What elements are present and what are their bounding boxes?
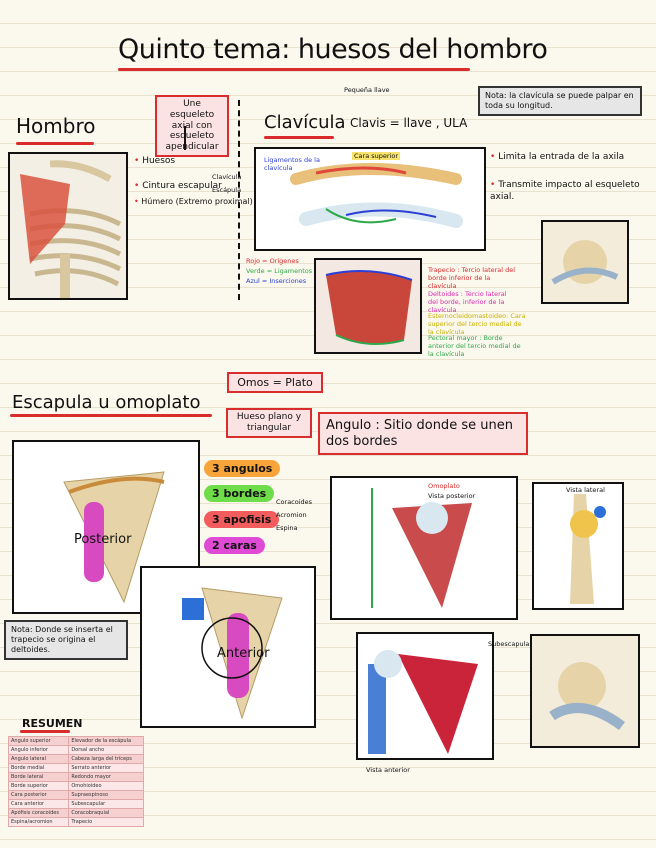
ligament-tag: Ligamentos de la clavícula bbox=[264, 156, 320, 173]
angulo-box: Angulo : Sitio donde se unen dos bordes bbox=[318, 412, 528, 456]
title-underline bbox=[118, 68, 470, 71]
apofisis-espina: Espina bbox=[276, 524, 298, 532]
table-cell: Borde lateral bbox=[7, 772, 70, 782]
table-cell: Omohioideo bbox=[68, 781, 144, 791]
scapula-lateral-image bbox=[532, 482, 624, 610]
legend-blue: Azul = Inserciones bbox=[246, 277, 307, 285]
arrow-up bbox=[184, 126, 186, 150]
table-cell: Subescapular bbox=[68, 799, 144, 809]
hombro-heading: Hombro bbox=[16, 114, 96, 138]
pill-bordes: 3 bordes bbox=[204, 485, 275, 502]
omos-box: Omos = Plato bbox=[227, 372, 323, 394]
huesos-label: Huesos bbox=[142, 156, 176, 166]
muscle-note-4: Pectoral mayor : Borde anterior del terc… bbox=[428, 334, 521, 359]
table-cell: Borde superior bbox=[7, 781, 70, 791]
table-cell: Espina/acromion bbox=[7, 817, 70, 827]
clavicula-bullet-2: Transmite impacto al esqueleto axial. bbox=[490, 180, 640, 202]
pill-angulos: 3 angulos bbox=[204, 460, 281, 477]
clavicle-muscle-image bbox=[314, 258, 422, 354]
table-cell: Supraespinoso bbox=[68, 790, 144, 800]
muscle-note-2: Deltoides : Tercio lateral del borde, in… bbox=[428, 290, 507, 315]
muscle-note-1: Trapecio : Tercio lateral del borde infe… bbox=[428, 266, 516, 291]
clavicle-joint-image bbox=[541, 220, 629, 304]
scapula-anterior-image bbox=[140, 566, 316, 728]
vista-anterior-label: Vista anterior bbox=[366, 766, 410, 774]
table-cell: Angulo inferior bbox=[7, 745, 70, 755]
legend-green: Verde = Ligamentos bbox=[246, 267, 313, 275]
vista-lateral-label: Vista lateral bbox=[566, 486, 605, 494]
note-box-trapecio: Nota: Donde se inserta el trapecio se or… bbox=[4, 620, 128, 660]
cintura-clavicula: Clavícula bbox=[212, 173, 242, 181]
hombro-underline bbox=[16, 142, 94, 145]
scapula-angles-image bbox=[330, 476, 518, 620]
omoplato-label: Omoplato bbox=[428, 482, 460, 490]
posterior-label: Posterior bbox=[74, 532, 132, 547]
table-cell: Redondo mayor bbox=[68, 772, 144, 782]
table-cell: Cara anterior bbox=[7, 799, 70, 809]
humero-label: Húmero (Extremo proximal) bbox=[141, 197, 253, 206]
clavicula-formula: Clavis = llave , ULA bbox=[350, 116, 468, 130]
page-title: Quinto tema: huesos del hombro bbox=[118, 34, 548, 65]
omoplato-sub-label: Vista posterior bbox=[428, 492, 476, 500]
clavicula-note: Pequeña llave bbox=[344, 86, 390, 94]
table-cell: Borde medial bbox=[7, 763, 70, 773]
scapula-anterior-muscle-image bbox=[356, 632, 494, 760]
legend-red: Rojo = Orígenes bbox=[246, 257, 299, 265]
table-cell: Elevador de la escápula bbox=[68, 736, 144, 746]
section-divider bbox=[238, 100, 240, 300]
anterior-label: Anterior bbox=[217, 646, 270, 661]
plano-box: Hueso plano y triangular bbox=[226, 408, 312, 438]
resumen-underline bbox=[20, 730, 70, 733]
table-cell: Angulo lateral bbox=[7, 754, 70, 764]
clavicula-bullet-1: Limita la entrada de la axila bbox=[498, 152, 625, 162]
cintura-escapula: Escápula bbox=[212, 186, 242, 194]
shoulder-skeleton-image bbox=[8, 152, 128, 300]
pill-caras: 2 caras bbox=[204, 537, 265, 554]
hombro-definition-box: Une esqueleto axial con esqueleto apendi… bbox=[155, 95, 229, 157]
table-cell: Cabeza larga del tríceps bbox=[68, 754, 144, 764]
resumen-heading: RESUMEN bbox=[22, 717, 83, 730]
table-cell: Serrato anterior bbox=[68, 763, 144, 773]
escapula-heading: Escapula u omoplato bbox=[12, 392, 201, 413]
pill-apofisis: 3 apofisis bbox=[204, 511, 280, 528]
table-cell: Apófisis coracoides bbox=[7, 808, 70, 818]
table-cell: Cara posterior bbox=[7, 790, 70, 800]
cara-superior-tag: Cara superior bbox=[352, 152, 401, 161]
shoulder-joint-image bbox=[530, 634, 640, 748]
muscle-note-3: Esternocleidomastoideo: Cara superior de… bbox=[428, 312, 526, 337]
clavicula-underline bbox=[264, 136, 334, 139]
note-box-top: Nota: la clavícula se puede palpar en to… bbox=[478, 86, 642, 116]
table-cell: Coracobraquial bbox=[68, 808, 144, 818]
apofisis-acromion: Acromion bbox=[276, 511, 307, 519]
table-cell: Angulo superior bbox=[7, 736, 70, 746]
cintura-label: Cintura escapular bbox=[142, 181, 222, 191]
clavicula-heading: Clavícula bbox=[264, 112, 346, 133]
table-cell: Trapecio bbox=[68, 817, 144, 827]
table-cell: Dorsal ancho bbox=[68, 745, 144, 755]
subescapular-label: Subescapular bbox=[488, 640, 533, 648]
apofisis-coracoides: Coracoides bbox=[276, 498, 313, 506]
clavicle-figure bbox=[254, 147, 486, 251]
escapula-underline bbox=[10, 414, 212, 417]
